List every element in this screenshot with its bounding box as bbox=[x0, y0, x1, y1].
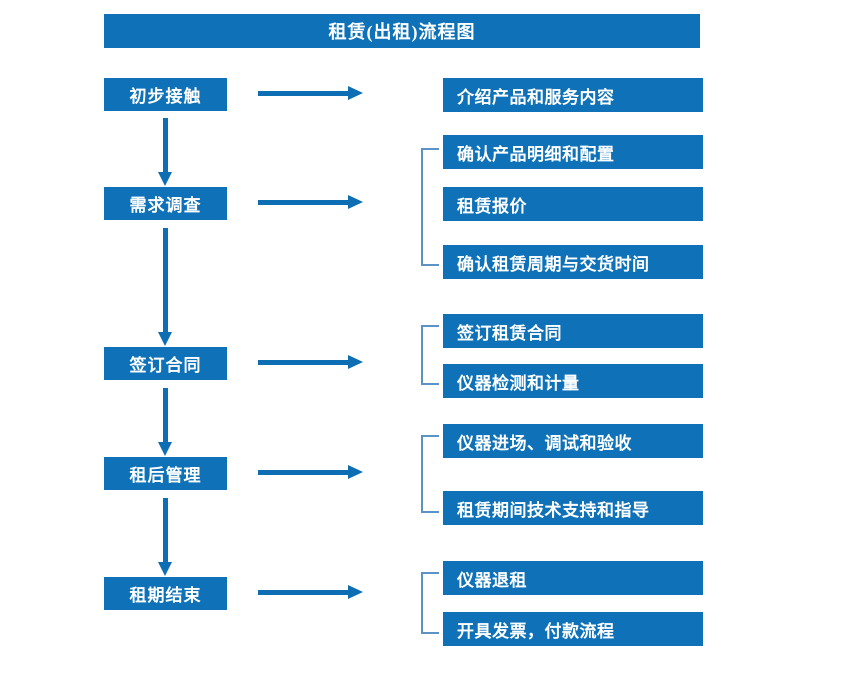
detail-box[interactable]: 仪器进场、调试和验收 bbox=[443, 424, 703, 458]
detail-box[interactable]: 开具发票，付款流程 bbox=[443, 612, 703, 646]
detail-box[interactable]: 租赁期间技术支持和指导 bbox=[443, 491, 703, 525]
group-bracket-icon bbox=[421, 435, 439, 513]
arrow-shaft bbox=[163, 228, 168, 332]
detail-box[interactable]: 仪器检测和计量 bbox=[443, 364, 703, 398]
group-bracket-icon bbox=[421, 572, 439, 634]
stage-box[interactable]: 签订合同 bbox=[104, 347, 227, 380]
right-arrow-icon bbox=[258, 465, 363, 479]
arrow-shaft bbox=[258, 200, 350, 205]
arrow-head bbox=[158, 172, 172, 186]
down-arrow-icon bbox=[158, 228, 173, 346]
arrow-shaft bbox=[258, 470, 350, 475]
arrow-head bbox=[158, 442, 172, 456]
arrow-shaft bbox=[163, 498, 168, 562]
arrow-shaft bbox=[258, 360, 350, 365]
detail-box[interactable]: 签订租赁合同 bbox=[443, 314, 703, 348]
arrow-shaft bbox=[163, 388, 168, 442]
group-bracket-icon bbox=[421, 325, 439, 385]
detail-box[interactable]: 仪器退租 bbox=[443, 561, 703, 595]
right-arrow-icon bbox=[258, 355, 363, 369]
stage-box[interactable]: 需求调查 bbox=[104, 187, 227, 220]
stage-box[interactable]: 租后管理 bbox=[104, 457, 227, 490]
right-arrow-icon bbox=[258, 86, 363, 100]
detail-box[interactable]: 介绍产品和服务内容 bbox=[443, 78, 703, 112]
detail-box[interactable]: 确认产品明细和配置 bbox=[443, 135, 703, 169]
arrow-shaft bbox=[258, 91, 350, 96]
arrow-head bbox=[348, 195, 363, 209]
stage-box[interactable]: 租期结束 bbox=[104, 577, 227, 610]
detail-box[interactable]: 确认租赁周期与交货时间 bbox=[443, 245, 703, 279]
detail-box[interactable]: 租赁报价 bbox=[443, 187, 703, 221]
down-arrow-icon bbox=[158, 498, 173, 576]
arrow-head bbox=[348, 355, 363, 369]
right-arrow-icon bbox=[258, 585, 363, 599]
right-arrow-icon bbox=[258, 195, 363, 209]
arrow-head bbox=[348, 585, 363, 599]
arrow-head bbox=[158, 332, 172, 346]
arrow-shaft bbox=[163, 118, 168, 172]
arrow-head bbox=[348, 465, 363, 479]
arrow-head bbox=[158, 562, 172, 576]
down-arrow-icon bbox=[158, 118, 173, 186]
down-arrow-icon bbox=[158, 388, 173, 456]
page-title: 租赁(出租)流程图 bbox=[104, 14, 700, 48]
arrow-shaft bbox=[258, 590, 350, 595]
stage-box[interactable]: 初步接触 bbox=[104, 78, 227, 111]
arrow-head bbox=[348, 86, 363, 100]
group-bracket-icon bbox=[421, 148, 439, 266]
